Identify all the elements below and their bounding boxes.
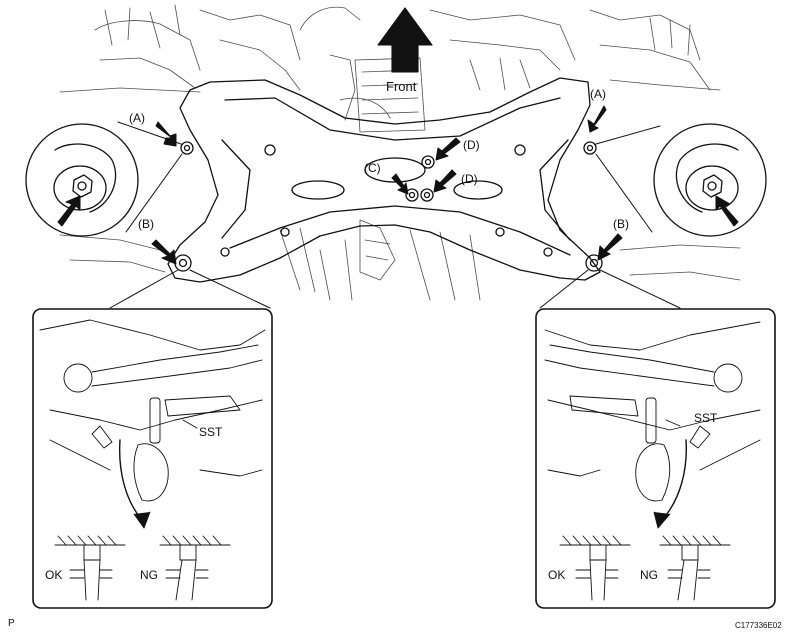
bolt-a-left (180, 141, 194, 155)
label-d-lower: (D) (461, 172, 478, 186)
pointer-arrows (57, 105, 739, 265)
label-b-left: (B) (138, 217, 154, 231)
arrow-zoom-right-icon (715, 195, 739, 227)
ng-label-right: NG (640, 568, 658, 582)
front-arrow-icon (377, 7, 433, 73)
arrow-a-right-icon (587, 105, 607, 133)
ng-label-left: NG (140, 568, 158, 582)
arrow-b-left-icon (151, 239, 177, 265)
sst-label-left: SST (199, 425, 223, 439)
arrow-b-right-icon (597, 233, 623, 261)
bolt-d-upper (421, 155, 435, 169)
front-label: Front (386, 79, 417, 94)
bolt-a-right (583, 141, 597, 155)
arrow-d-upper-icon (435, 137, 461, 161)
label-c: (C) (364, 161, 381, 175)
bolt-b-right (585, 254, 603, 272)
ok-label-right: OK (548, 568, 566, 582)
arrow-d-lower-icon (433, 169, 457, 193)
label-d-upper: (D) (463, 138, 480, 152)
background-sketch (59, 4, 741, 301)
zoom-circle-right (653, 123, 767, 237)
leader-lines (109, 121, 681, 309)
label-a-right: (A) (590, 87, 606, 101)
bolt-c (405, 188, 419, 202)
sst-label-right: SST (694, 411, 718, 425)
arrow-c-icon (391, 173, 409, 195)
arrow-a-left-icon (155, 121, 177, 147)
label-b-right: (B) (613, 217, 629, 231)
crossmember (167, 77, 601, 283)
label-a-left: (A) (129, 111, 145, 125)
bolt-b-left (174, 254, 192, 272)
crossmember-outline (167, 77, 601, 283)
corner-label: P (8, 618, 15, 629)
crossmember-slot-right (453, 180, 503, 200)
figure-id: C177336E02 (735, 621, 782, 630)
crossmember-slot-left (291, 180, 345, 200)
zoom-circle-left (25, 123, 139, 237)
arrow-zoom-left-icon (57, 195, 81, 227)
detail-box-right (535, 308, 776, 609)
detail-box-left (32, 308, 273, 609)
bolt-d-lower (420, 188, 434, 202)
ok-label-left: OK (45, 568, 63, 582)
